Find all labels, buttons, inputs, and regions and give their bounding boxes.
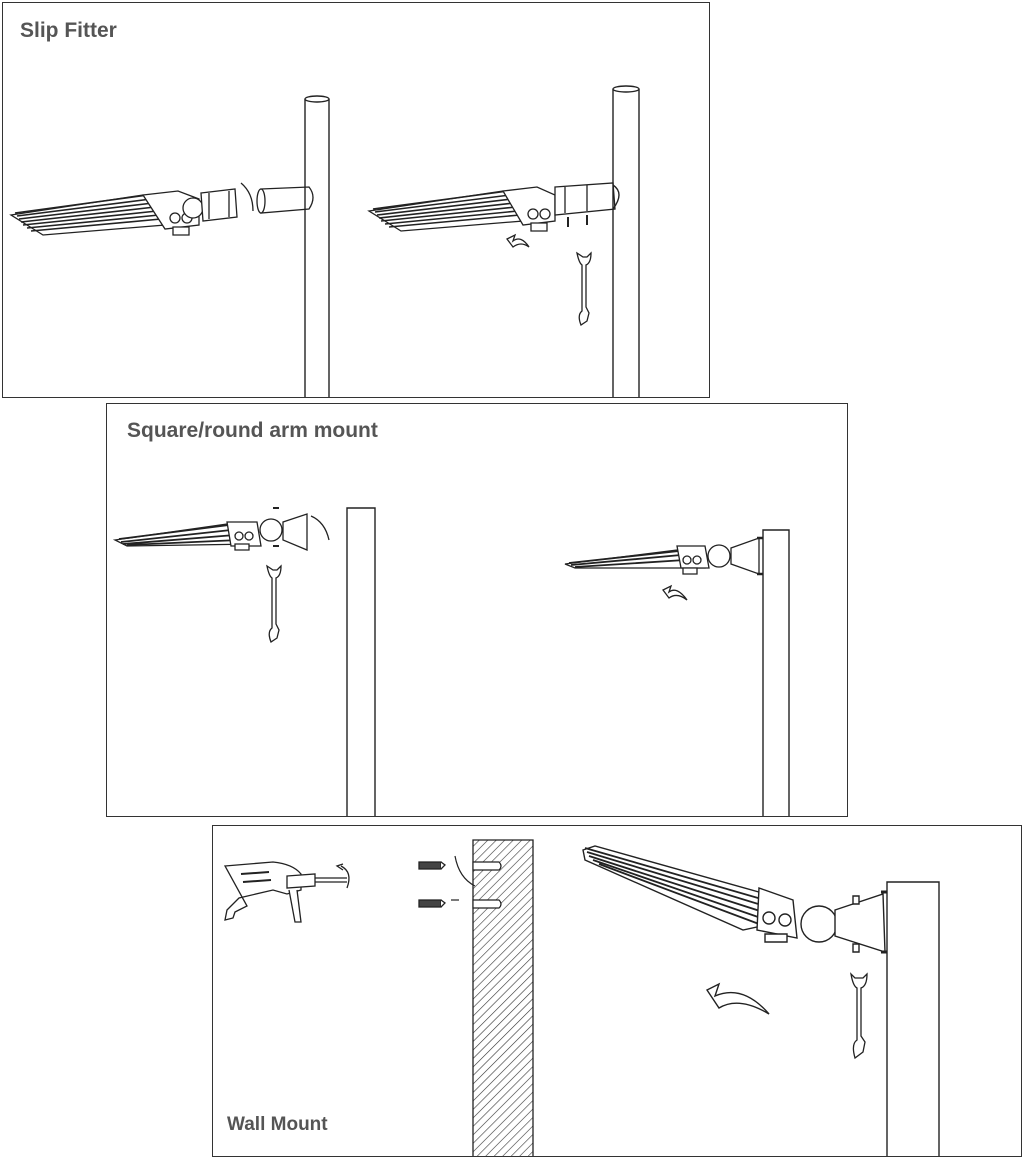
light-fixture-icon	[115, 514, 329, 550]
pole-icon	[763, 530, 789, 816]
pole-icon	[347, 508, 375, 816]
light-fixture-icon	[565, 538, 763, 574]
drill-icon	[225, 862, 349, 922]
panel-title: Square/round arm mount	[127, 419, 378, 442]
pole-icon	[613, 86, 639, 397]
slip-fitter-illustration	[3, 3, 710, 397]
rotate-arrow-icon	[663, 586, 687, 600]
arm-mount-panel: Square/round arm mount	[106, 403, 848, 817]
wall-mount-illustration	[213, 826, 1022, 1156]
light-fixture-icon	[11, 183, 253, 235]
wrench-icon	[851, 974, 867, 1058]
rotate-arrow-icon	[707, 984, 769, 1014]
anchor-icon	[451, 856, 475, 900]
slip-fitter-sleeve-icon	[257, 187, 313, 213]
panel-title: Wall Mount	[227, 1114, 328, 1135]
rotate-arrow-icon	[507, 235, 529, 247]
screw-icon	[568, 215, 587, 227]
wrench-icon	[577, 253, 591, 325]
wall-mount-panel: Wall Mount	[212, 825, 1022, 1157]
screw-icon	[273, 508, 279, 546]
arm-mount-illustration	[107, 404, 848, 816]
slip-fitter-panel: Slip Fitter	[2, 2, 710, 398]
pole-icon	[305, 96, 329, 397]
panel-title: Slip Fitter	[20, 19, 117, 42]
anchor-icon	[419, 862, 445, 907]
wall-icon	[473, 840, 533, 1156]
light-fixture-icon	[583, 846, 889, 952]
wall-icon	[887, 882, 939, 1156]
light-fixture-icon	[369, 183, 615, 231]
wrench-icon	[267, 566, 281, 642]
